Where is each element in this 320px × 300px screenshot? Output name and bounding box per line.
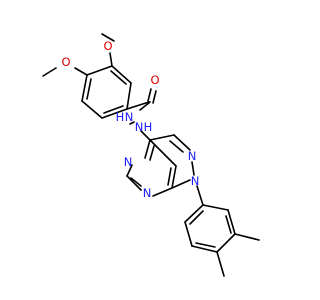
molecule-drawing: O O O H N N H N N N N [42,33,260,277]
nitrogen-pyrimidine-top-label: N [124,155,133,169]
bond-methyl-o-meta [101,33,115,42]
nitrogen-hydrazine-label: N [135,120,144,134]
bond-pyr-6 [149,139,177,167]
bond-carbonyl-double-b [152,90,157,104]
bond-ring-a-inner-2 [103,105,124,114]
bond-methyl-o-para [42,67,57,77]
bond-methyl-meta [234,233,260,241]
bond-ring-a-inner-3 [110,70,127,85]
bond-methyl-para [216,251,225,277]
nitrogen-pyrimidine-bottom-label: N [143,186,152,200]
atom-labels: O O O H N N H N N N N [61,39,199,200]
bond-pz-2 [173,134,191,151]
bond-ring-b-6 [184,204,204,223]
oxygen-para-label: O [61,55,70,69]
bond-carbonyl-double-a [147,88,152,102]
bond-n-n [129,121,135,125]
bond-pz-3 [191,161,195,176]
hydrogen-hydrazine-label: H [144,120,153,134]
structure-diagram: O O O H N N H N N N N [42,33,260,277]
bond-ring-a-inner-1 [86,78,92,100]
bond-pyr-4 [152,187,173,197]
bond-pz-1 [149,134,175,141]
bonds [42,33,260,277]
bond-ring-b-3 [216,233,236,253]
bond-pyr-inner-2 [130,177,142,187]
bond-pyr-inner-3 [167,167,172,186]
bond-pyr-5 [171,165,177,189]
bond-ring-a-4 [101,108,128,119]
bond-ring-b-inner-1 [225,215,232,234]
bond-ring-b-4 [191,245,218,253]
bond-pz-2b [169,140,184,153]
nitrogen-pyrazole-aryl-label: N [191,174,200,188]
bond-n-aryl [196,185,204,206]
bond-ring-a-3 [81,100,103,119]
bond-ring-a-1 [86,65,113,76]
bond-n-pyrimidine [140,130,151,141]
bond-carbonyl-n [139,101,151,111]
bond-ring-b-inner-2 [195,242,216,248]
nitrogen-amide-label: N [125,110,134,124]
nitrogen-pyrazole-label: N [188,149,197,163]
bond-ring-b-5 [184,221,193,247]
bond-pyr-1 [144,139,151,159]
bond-ring-a-2 [81,74,88,102]
bond-ring-b-2 [227,209,236,235]
hydrogen-amide-label: H [116,110,125,124]
bond-o-para-ring [74,67,88,76]
bond-ring-b-inner-3 [189,210,204,225]
bond-ring-a-5 [126,82,132,110]
bond-pyr-3 [126,175,142,191]
bond-o-meta-ring [109,52,113,67]
bond-ring-a-6 [111,65,132,84]
bond-ring-b-1 [202,204,229,211]
oxygen-carbonyl-label: O [150,73,159,87]
bond-pyr-2 [126,164,133,177]
oxygen-meta-label: O [103,39,112,53]
bond-ring-carbonyl [126,101,150,110]
bond-pyr-inner-1 [149,145,155,161]
bond-pz-4 [171,179,191,189]
